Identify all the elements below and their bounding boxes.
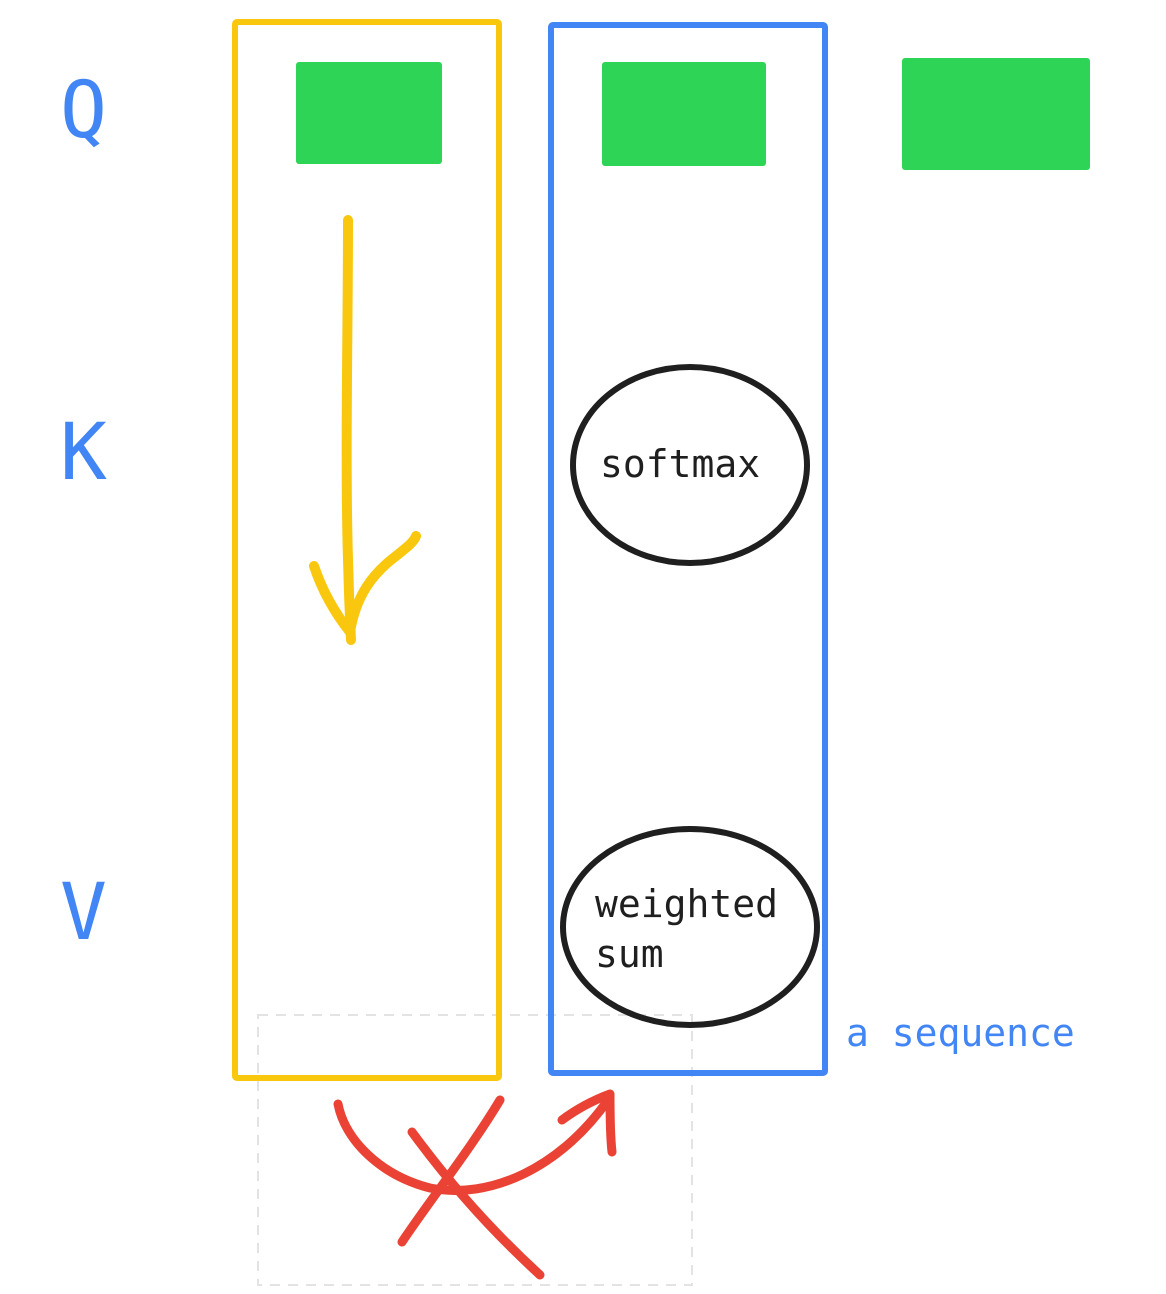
softmax-label: softmax (600, 442, 760, 486)
row-label-k: K (60, 408, 107, 498)
query-block-3 (902, 58, 1090, 170)
blue-column-box (548, 22, 828, 1076)
row-label-q: Q (60, 66, 107, 156)
query-block-2 (602, 62, 766, 166)
row-label-v: V (60, 868, 107, 958)
weighted-sum-label-line1: weighted (595, 882, 778, 926)
yellow-down-arrow (309, 215, 421, 645)
softmax-node (570, 364, 810, 566)
dashed-selection-box (257, 1014, 693, 1286)
red-crossed-arrow (333, 1089, 617, 1280)
weighted-sum-node (560, 826, 820, 1028)
sequence-annotation: a sequence (846, 1011, 1075, 1055)
query-block-1 (296, 62, 442, 164)
yellow-column-box (232, 19, 502, 1081)
weighted-sum-label-line2: sum (595, 932, 664, 976)
